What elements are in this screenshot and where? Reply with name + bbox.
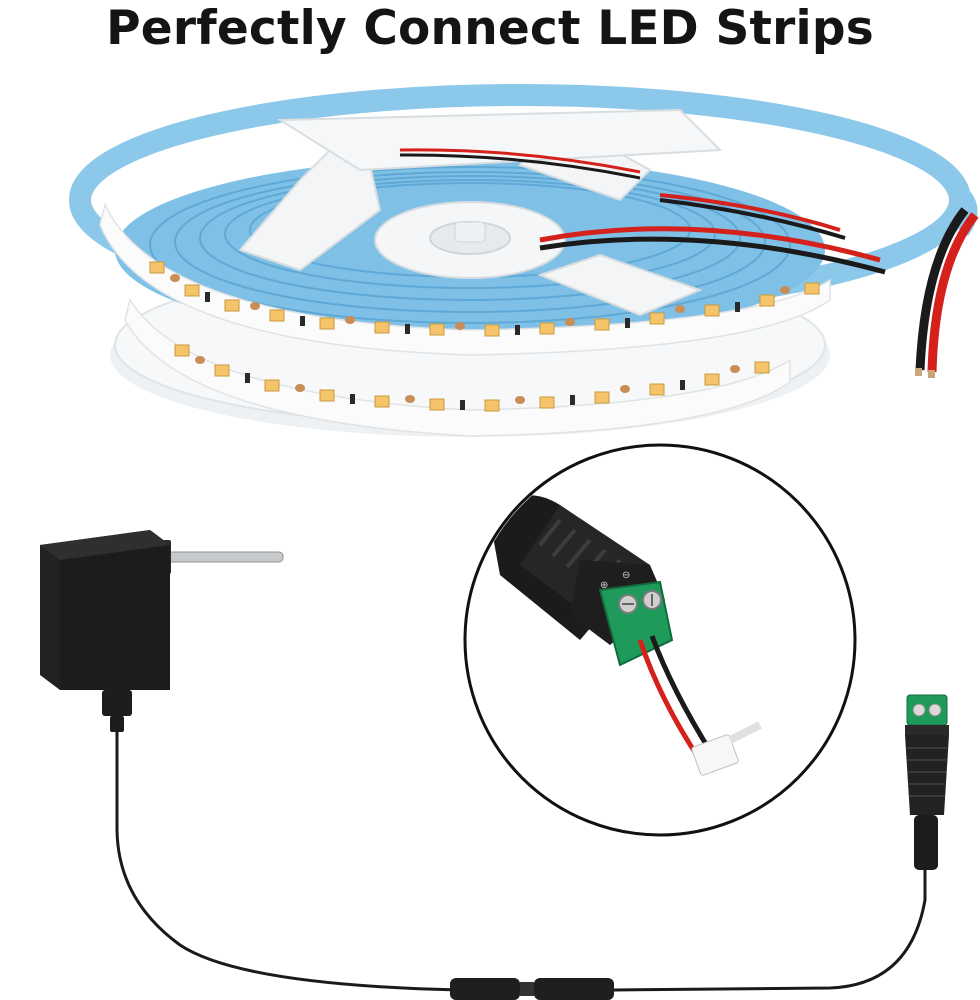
led-strip-reel-icon [69, 84, 979, 437]
svg-text:⊖: ⊖ [622, 570, 630, 581]
power-cable [115, 732, 470, 992]
headline: Perfectly Connect LED Strips [106, 1, 874, 56]
svg-text:⊕: ⊕ [600, 580, 608, 591]
barrel-joint [450, 978, 614, 1000]
connector-zoom-circle: ⊕ ⊖ [463, 443, 857, 837]
power-adapter-icon [40, 530, 284, 732]
dc-female-connector-icon [905, 694, 949, 870]
